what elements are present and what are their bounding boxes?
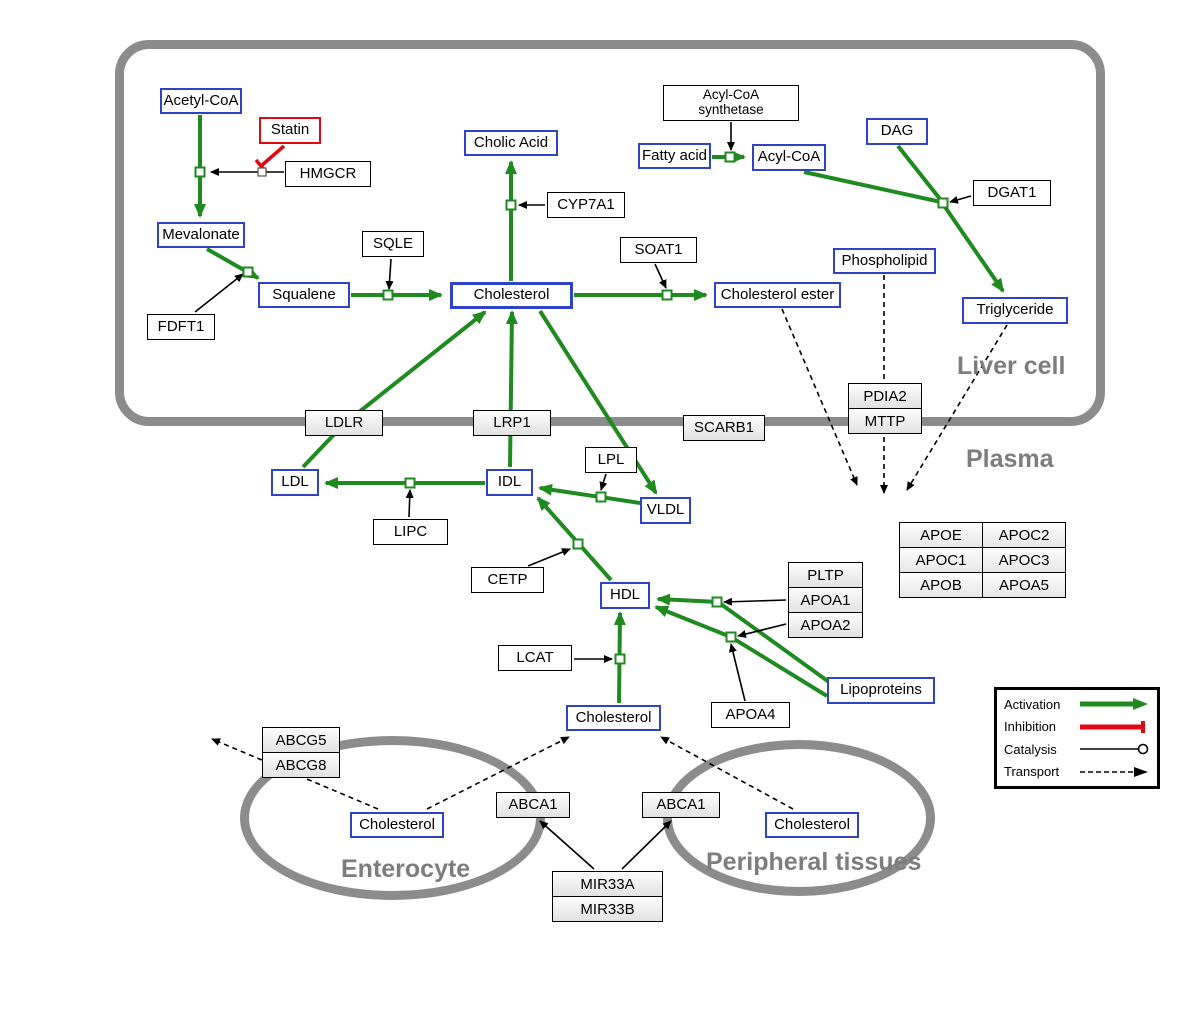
node-mir33a[interactable]: MIR33A: [552, 871, 663, 896]
peripheral-tissues-compartment: [663, 740, 935, 896]
activation-arrow-icon: [1080, 698, 1148, 711]
node-dgat1[interactable]: DGAT1: [973, 180, 1051, 206]
reaction-node-apoa-lower: [725, 631, 737, 643]
node-cholesterol-plasma[interactable]: Cholesterol: [566, 705, 661, 731]
node-triglyceride[interactable]: Triglyceride: [962, 297, 1068, 324]
node-abcg5[interactable]: ABCG5: [262, 727, 340, 752]
node-scarb1[interactable]: SCARB1: [683, 415, 765, 441]
legend: Activation Inhibition Catalysis Transpor…: [994, 687, 1160, 789]
node-hmgcr[interactable]: HMGCR: [285, 161, 371, 187]
liver-cell-label: Liver cell: [957, 352, 1066, 380]
edge-lpl-catalysis: [599, 473, 608, 491]
node-hdl[interactable]: HDL: [600, 582, 650, 609]
node-abcg8[interactable]: ABCG8: [262, 752, 340, 777]
edge-apoa2-catalysis-lower: [737, 623, 787, 638]
node-phospholipid[interactable]: Phospholipid: [833, 248, 936, 274]
node-statin[interactable]: Statin: [259, 117, 321, 144]
node-apoc1[interactable]: APOC1: [899, 547, 982, 572]
node-squalene[interactable]: Squalene: [258, 282, 350, 308]
catalysis-circle-icon: [1080, 743, 1149, 755]
edge-cholesterolplasma-hdl: [613, 611, 626, 704]
edge-mir33-abca1-left: [539, 820, 595, 870]
node-mevalonate[interactable]: Mevalonate: [157, 222, 245, 248]
node-lipc[interactable]: LIPC: [373, 519, 448, 545]
node-abca1-right[interactable]: ABCA1: [642, 792, 720, 818]
node-fdft1[interactable]: FDFT1: [147, 314, 215, 340]
node-apoc2[interactable]: APOC2: [982, 522, 1065, 547]
node-cetp[interactable]: CETP: [471, 567, 544, 593]
node-acyl-coa[interactable]: Acyl-CoA: [752, 144, 826, 171]
node-pdia2[interactable]: PDIA2: [848, 383, 922, 408]
node-mir33b[interactable]: MIR33B: [552, 896, 663, 921]
enterocyte-label: Enterocyte: [341, 855, 471, 883]
node-apoa5[interactable]: APOA5: [982, 572, 1065, 597]
node-apoc3[interactable]: APOC3: [982, 547, 1065, 572]
node-lcat[interactable]: LCAT: [498, 645, 572, 671]
plasma-label: Plasma: [966, 445, 1054, 473]
legend-row-activation: Activation: [1004, 697, 1150, 712]
node-acetyl-coa[interactable]: Acetyl-CoA: [160, 88, 242, 114]
node-pltp[interactable]: PLTP: [788, 562, 863, 587]
node-ldlr[interactable]: LDLR: [305, 410, 383, 436]
node-group-abcg5-abcg8: ABCG5 ABCG8: [262, 727, 340, 778]
node-apoa2[interactable]: APOA2: [788, 612, 863, 637]
node-cholesterol-liver[interactable]: Cholesterol: [450, 282, 573, 309]
reaction-node-lpl: [595, 491, 607, 503]
edge-vldl-idl: [538, 483, 641, 505]
reaction-node-cetp: [572, 538, 584, 550]
edge-apoa1-catalysis-upper: [723, 597, 787, 606]
enterocyte-compartment: [240, 736, 545, 900]
node-cholesterol-peripheral[interactable]: Cholesterol: [765, 812, 859, 838]
node-apoe[interactable]: APOE: [899, 522, 982, 547]
transport-dashed-arrow-icon: [1080, 766, 1148, 777]
peripheral-tissues-label: Peripheral tissues: [706, 848, 922, 876]
apolipoprotein-table: APOE APOC2 APOC1 APOC3 APOB APOA5: [899, 522, 1066, 598]
edge-lipc-catalysis: [405, 489, 414, 518]
edge-cetp-catalysis: [527, 548, 571, 567]
node-dag[interactable]: DAG: [866, 118, 928, 145]
reaction-node-lcat: [614, 653, 626, 665]
node-apoa1[interactable]: APOA1: [788, 587, 863, 612]
node-sqle[interactable]: SQLE: [362, 231, 424, 257]
legend-row-catalysis: Catalysis: [1004, 742, 1150, 757]
node-idl[interactable]: IDL: [486, 469, 533, 496]
node-mttp[interactable]: MTTP: [848, 408, 922, 433]
legend-row-inhibition: Inhibition: [1004, 719, 1150, 734]
legend-row-transport: Transport: [1004, 764, 1150, 779]
inhibition-tbar-icon: [1080, 720, 1145, 733]
node-vldl[interactable]: VLDL: [640, 497, 691, 524]
node-lpl[interactable]: LPL: [585, 447, 637, 473]
node-ldl[interactable]: LDL: [271, 469, 319, 496]
node-cyp7a1[interactable]: CYP7A1: [547, 192, 625, 218]
node-fatty-acid[interactable]: Fatty acid: [638, 143, 711, 169]
node-cholesterol-ester[interactable]: Cholesterol ester: [714, 282, 841, 308]
node-lipoproteins[interactable]: Lipoproteins: [827, 677, 935, 704]
reaction-node-apoa-upper: [711, 596, 723, 608]
reaction-node-lipc: [404, 477, 416, 489]
node-abca1-left[interactable]: ABCA1: [496, 792, 570, 818]
legend-activation-label: Activation: [1004, 696, 1061, 712]
node-apoa4[interactable]: APOA4: [711, 702, 790, 728]
node-group-pdia2-mttp: PDIA2 MTTP: [848, 383, 922, 434]
node-lrp1[interactable]: LRP1: [473, 410, 551, 436]
legend-catalysis-label: Catalysis: [1004, 741, 1057, 757]
node-cholic-acid[interactable]: Cholic Acid: [464, 130, 558, 156]
node-group-pltp-apoa1-apoa2: PLTP APOA1 APOA2: [788, 562, 863, 638]
edge-apoa4-catalysis: [729, 643, 746, 702]
edge-hdl-idl-cetp: [536, 496, 613, 582]
node-soat1[interactable]: SOAT1: [620, 237, 697, 263]
node-apob[interactable]: APOB: [899, 572, 982, 597]
node-cholesterol-enterocyte[interactable]: Cholesterol: [350, 812, 444, 838]
legend-inhibition-label: Inhibition: [1004, 719, 1057, 735]
node-group-mir33a-mir33b: MIR33A MIR33B: [552, 871, 663, 922]
node-acyl-coa-synthetase[interactable]: Acyl-CoA synthetase: [663, 85, 799, 121]
legend-transport-label: Transport: [1004, 764, 1060, 780]
